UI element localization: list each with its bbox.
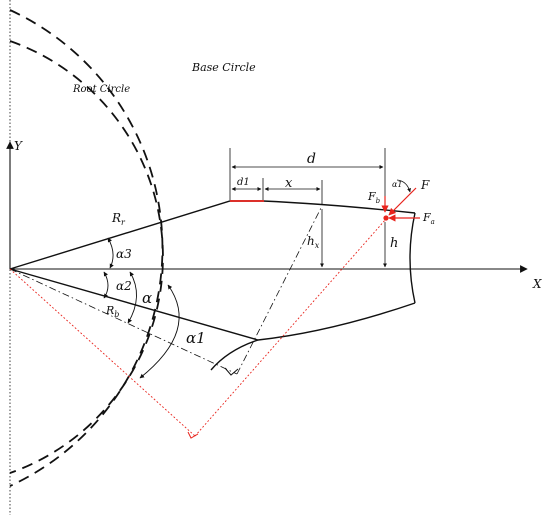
alpha2-label: α2 bbox=[116, 279, 132, 293]
construction-line-rb bbox=[9, 268, 238, 375]
root-circle-label: Root Circle bbox=[72, 84, 130, 95]
x-label: x bbox=[285, 176, 293, 191]
base-circle-label: Base Circle bbox=[191, 61, 256, 74]
alpha3-label: α3 bbox=[116, 247, 132, 261]
fb-label: Fb bbox=[367, 190, 381, 205]
base-circle-arc bbox=[9, 40, 164, 474]
alpha3-arc bbox=[107, 237, 114, 269]
alpha1-arc bbox=[139, 284, 180, 379]
tooth-tip bbox=[409, 212, 416, 304]
action-line-red-2 bbox=[194, 218, 387, 437]
rr-label: Rr bbox=[111, 211, 126, 227]
construction-line-hx bbox=[236, 205, 323, 375]
force-angle-label: α1 bbox=[392, 180, 403, 189]
outer-dashed-circle bbox=[9, 9, 164, 487]
involute-fillet bbox=[210, 339, 259, 371]
right-angle-marker bbox=[224, 367, 239, 376]
tooth-lower-flank bbox=[9, 268, 416, 341]
alpha1-label: α1 bbox=[186, 329, 206, 347]
y-axis-label: Y bbox=[14, 139, 23, 153]
hx-label: hx bbox=[307, 234, 320, 250]
f-label: F bbox=[420, 178, 430, 192]
force-f-line bbox=[388, 187, 417, 216]
x-axis-label: X bbox=[532, 277, 542, 291]
fa-label: Fa bbox=[422, 211, 435, 226]
rb-label: Rb bbox=[105, 304, 119, 319]
d1-label: d1 bbox=[237, 177, 250, 188]
alpha-arc bbox=[127, 271, 137, 324]
alpha2-arc bbox=[103, 271, 109, 299]
alpha-label: α bbox=[142, 289, 152, 307]
d-label: d bbox=[307, 151, 316, 167]
force-angle-arc bbox=[396, 179, 411, 193]
h-label: h bbox=[390, 236, 398, 251]
contact-point bbox=[383, 215, 389, 221]
right-angle-marker-red bbox=[187, 431, 199, 439]
tooth-upper-flank bbox=[9, 200, 416, 270]
